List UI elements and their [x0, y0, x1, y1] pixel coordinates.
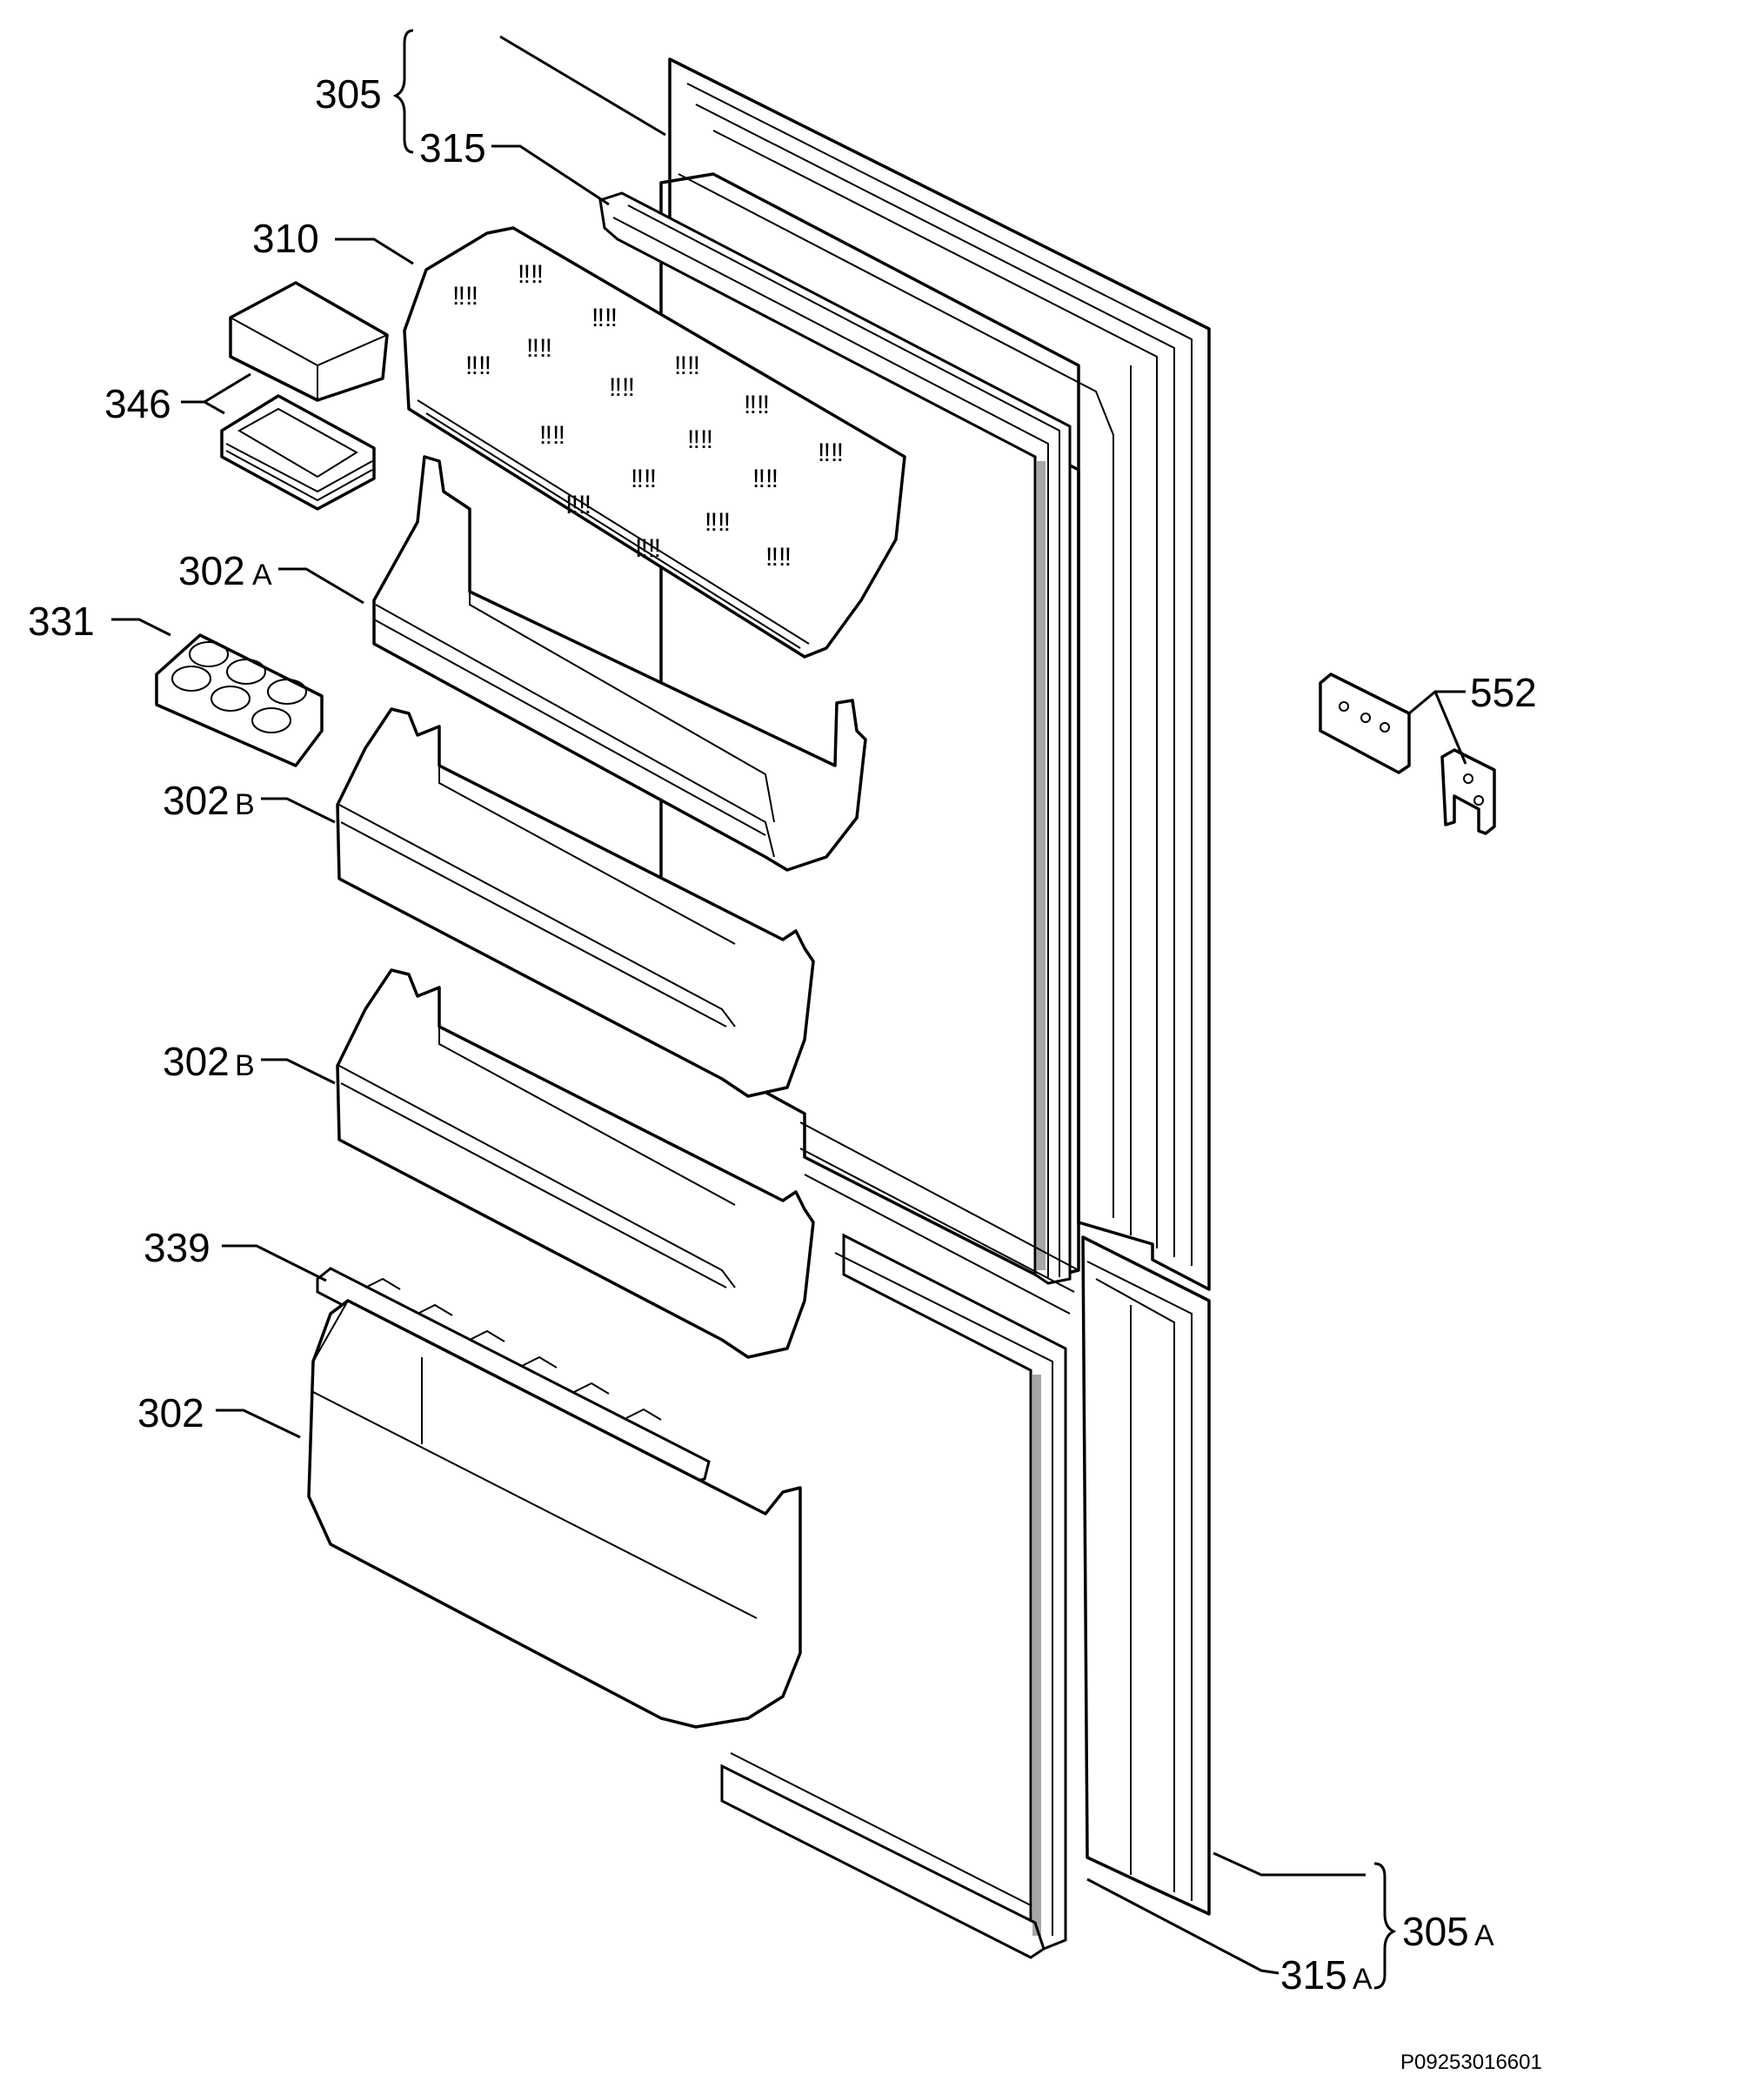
upper-door-panel [668, 57, 1211, 1291]
label-302a-number: 302 [178, 548, 245, 593]
svg-text:‼‼: ‼‼ [765, 543, 792, 572]
label-302b-upper-number: 302 [163, 778, 230, 823]
label-302b-upper-suffix: B [235, 788, 255, 821]
svg-text:‼‼: ‼‼ [687, 425, 713, 454]
svg-text:‼‼: ‼‼ [565, 491, 591, 519]
svg-text:‼‼: ‼‼ [744, 391, 770, 419]
label-302a-suffix: A [252, 559, 272, 592]
lower-door-panel [1081, 1235, 1211, 1916]
svg-text:‼‼: ‼‼ [705, 508, 731, 537]
leader-lines [111, 35, 1467, 1975]
label-302: 302 [137, 1390, 204, 1436]
label-305a-suffix: A [1474, 1919, 1494, 1952]
svg-text:‼‼: ‼‼ [635, 534, 661, 563]
door-shelf-302b-upper [336, 707, 815, 1098]
label-305a-number: 305 [1402, 1909, 1469, 1954]
door-seam [799, 1121, 1079, 1315]
label-315a-number: 315 [1280, 1952, 1347, 1998]
label-302b-lower-suffix: B [235, 1049, 255, 1082]
label-315a-suffix: A [1353, 1963, 1373, 1996]
svg-text:‼‼: ‼‼ [539, 421, 565, 450]
svg-text:‼‼: ‼‼ [674, 351, 700, 380]
label-302b-lower-number: 302 [163, 1039, 230, 1084]
label-305: 305 [315, 71, 382, 117]
svg-text:‼‼: ‼‼ [526, 334, 552, 363]
door-shelf-302-bottom [307, 1299, 802, 1729]
lower-door-gasket [720, 1233, 1067, 1959]
part-labels: 305 315 310 346 302 A 331 302 B 302 B 33… [28, 71, 1542, 2074]
label-315: 315 [419, 125, 486, 171]
label-552: 552 [1470, 670, 1537, 715]
label-331: 331 [28, 599, 95, 644]
bracket-braces [392, 29, 1397, 1990]
hinge-parts-552 [1319, 673, 1496, 835]
butter-box-lid [229, 281, 389, 402]
dairy-compartment-cover: ‼‼ ‼‼ ‼‼ ‼‼ ‼‼ ‼‼ ‼‼ ‼‼ ‼‼ ‼‼ ‼‼ ‼‼ ‼‼ ‼… [403, 226, 906, 659]
svg-text:‼‼: ‼‼ [631, 465, 657, 493]
label-346: 346 [104, 381, 171, 426]
svg-text:‼‼: ‼‼ [591, 304, 618, 332]
svg-text:‼‼: ‼‼ [452, 282, 478, 311]
svg-text:‼‼: ‼‼ [518, 260, 544, 289]
bottle-retainer-339 [316, 1267, 711, 1485]
butter-box-tray [220, 394, 376, 511]
drawing-code: P09253016601 [1400, 2051, 1542, 2074]
label-310: 310 [252, 216, 319, 261]
svg-text:‼‼: ‼‼ [818, 438, 844, 467]
svg-text:‼‼: ‼‼ [609, 373, 635, 402]
door-shelf-302b-lower [336, 968, 815, 1359]
upper-door-gasket [598, 191, 1072, 1285]
label-339: 339 [144, 1225, 210, 1270]
door-shelf-302a [372, 455, 867, 872]
egg-tray [155, 633, 324, 767]
svg-text:‼‼: ‼‼ [465, 351, 491, 380]
svg-text:‼‼: ‼‼ [752, 465, 778, 493]
